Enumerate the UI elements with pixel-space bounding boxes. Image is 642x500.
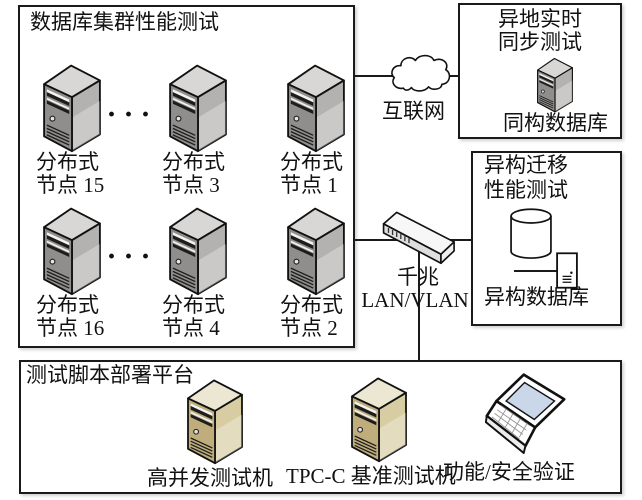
node-label: 分布式 bbox=[280, 293, 343, 317]
laptop-icon bbox=[485, 370, 573, 462]
distributed-node-1: 分布式 节点 1 bbox=[280, 60, 412, 197]
server-tower-icon bbox=[40, 60, 104, 153]
distributed-node-4: 分布式 节点 4 bbox=[162, 203, 294, 340]
connector-line-platform bbox=[418, 240, 420, 361]
node-label: 节点 16 bbox=[36, 316, 105, 340]
server-tower-icon bbox=[182, 375, 248, 465]
ellipsis-dots: ··· bbox=[106, 98, 158, 131]
switch-label-line2: LAN/VLAN bbox=[361, 288, 469, 312]
migration-box-title-line2: 性能测试 bbox=[484, 178, 568, 202]
platform-box-title: 测试脚本部署平台 bbox=[26, 363, 194, 387]
database-cylinder-icon bbox=[509, 207, 553, 261]
homogeneous-db-label: 同构数据库 bbox=[503, 111, 608, 135]
node-label: 节点 3 bbox=[162, 173, 220, 197]
distributed-node-3: 分布式 节点 3 bbox=[162, 60, 294, 197]
ellipsis-dots: ··· bbox=[106, 240, 158, 273]
server-tower-icon bbox=[284, 60, 348, 153]
server-tower-icon bbox=[166, 60, 230, 153]
node-label: 节点 4 bbox=[162, 316, 220, 340]
database-server-icon bbox=[556, 252, 578, 289]
node-label: 节点 1 bbox=[280, 173, 338, 197]
server-tower-icon bbox=[40, 203, 104, 296]
machine-label: TPC-C 基准测试机 bbox=[286, 464, 456, 488]
switch-label-line1: 千兆 bbox=[397, 265, 439, 289]
cloud-icon bbox=[389, 51, 455, 99]
machine-label: 功能/安全验证 bbox=[443, 460, 575, 484]
node-label: 分布式 bbox=[36, 293, 99, 317]
network-switch-icon bbox=[377, 207, 459, 267]
high-concurrency-tester: 高并发测试机 bbox=[147, 375, 273, 490]
node-label: 分布式 bbox=[162, 293, 225, 317]
node-label: 分布式 bbox=[162, 150, 225, 174]
distributed-node-15: 分布式 节点 15 bbox=[36, 60, 168, 197]
sync-box-title-line1: 异地实时 bbox=[498, 7, 582, 31]
server-tower-icon bbox=[166, 203, 230, 296]
migration-box-title-line1: 异构迁移 bbox=[484, 153, 568, 177]
cluster-box-title: 数据库集群性能测试 bbox=[30, 10, 219, 34]
node-label: 节点 2 bbox=[280, 316, 338, 340]
node-label: 分布式 bbox=[36, 150, 99, 174]
node-label: 节点 15 bbox=[36, 173, 105, 197]
db-connector-line bbox=[514, 270, 558, 272]
server-tower-icon bbox=[346, 373, 412, 463]
node-label: 分布式 bbox=[280, 150, 343, 174]
function-security-validation: 功能/安全验证 bbox=[443, 370, 575, 484]
machine-label: 高并发测试机 bbox=[147, 466, 273, 490]
server-tower-icon bbox=[535, 55, 575, 113]
sync-box-title-line2: 同步测试 bbox=[498, 30, 582, 54]
internet-label: 互联网 bbox=[382, 99, 445, 123]
distributed-node-2: 分布式 节点 2 bbox=[280, 203, 412, 340]
heterogeneous-db-label: 异构数据库 bbox=[484, 285, 589, 309]
distributed-node-16: 分布式 节点 16 bbox=[36, 203, 168, 340]
server-tower-icon bbox=[284, 203, 348, 296]
tpcc-benchmark-tester: TPC-C 基准测试机 bbox=[286, 373, 456, 488]
